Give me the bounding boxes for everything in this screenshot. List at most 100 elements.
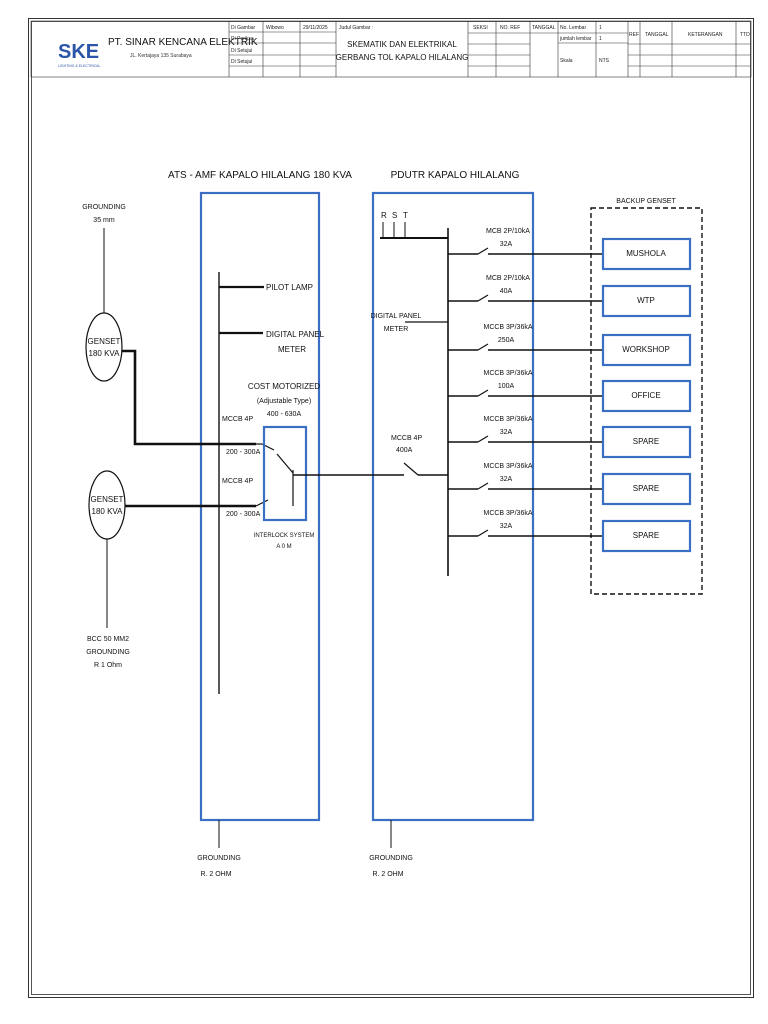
pdutr-panel-title: PDUTR KAPALO HILALANG xyxy=(391,170,520,181)
breaker-rating: 32A xyxy=(500,429,513,436)
grounding-ats-label: GROUNDING xyxy=(197,855,241,862)
main-mccb-rating: 400A xyxy=(396,447,413,454)
genset-1-feeder xyxy=(122,349,256,446)
cos-switch-blade xyxy=(276,453,294,474)
cos-type: (Adjustable Type) xyxy=(257,398,311,405)
load-label: WORKSHOP xyxy=(622,345,670,354)
breaker-blade xyxy=(477,389,489,397)
grounding-top-size: 35 mm xyxy=(93,217,115,224)
approved-label-1: Di Setujui xyxy=(231,48,252,54)
load-label: SPARE xyxy=(633,437,660,446)
mccb-1-label: MCCB 4P xyxy=(222,416,253,423)
phase-s-label: S xyxy=(392,211,397,220)
grounding-top-label: GROUNDING xyxy=(82,204,126,211)
drawing-title-line2: GERBANG TOL KAPALO HILALANG xyxy=(336,53,469,62)
drawing-frame-inner xyxy=(31,21,751,995)
sheet-count-label: jumlah lembar xyxy=(559,36,592,42)
pdutr-panel-box xyxy=(371,191,535,822)
approved-label-2: Di Setujui xyxy=(231,59,252,65)
sheet-count-value: 1 xyxy=(599,36,602,42)
genset-2-rating: 180 KVA xyxy=(92,507,124,516)
phase-r-label: R xyxy=(381,211,387,220)
company-name: PT. SINAR KENCANA ELEKTRIK xyxy=(108,37,258,48)
breaker-rating: 250A xyxy=(498,337,515,344)
breaker-blade xyxy=(477,482,489,490)
main-mccb-label: MCCB 4P xyxy=(391,435,422,442)
breaker-type: MCB 2P/10kA xyxy=(486,275,530,282)
load-box xyxy=(601,284,692,318)
mccb-2-blade xyxy=(255,499,269,507)
mccb-2-label: MCCB 4P xyxy=(222,478,253,485)
breaker-blade xyxy=(477,247,489,255)
breaker-blade xyxy=(477,529,489,537)
grounding-ats-resistance: R. 2 OHM xyxy=(200,871,231,878)
breaker-blade xyxy=(477,294,489,302)
col-noref: NO. REF xyxy=(500,25,520,31)
scale-label: Skala xyxy=(560,58,573,64)
mccb-1-rating: 200 - 300A xyxy=(226,449,261,456)
rev-keterangan: KETERANGAN xyxy=(688,32,723,38)
load-box xyxy=(601,333,692,367)
load-box xyxy=(601,425,692,459)
ats-panel-title: ATS - AMF KAPALO HILALANG 180 KVA xyxy=(168,170,352,181)
genset-2-symbol xyxy=(88,470,126,540)
breaker-rating: 100A xyxy=(498,383,515,390)
cos-box xyxy=(262,425,308,522)
load-box xyxy=(601,519,692,553)
breaker-type: MCB 2P/10kA xyxy=(486,228,530,235)
load-label: SPARE xyxy=(633,531,660,540)
genset-1-rating: 180 KVA xyxy=(89,349,121,358)
dpm-ats-label: DIGITAL PANEL xyxy=(266,330,325,339)
col-tanggal: TANGGAL xyxy=(532,25,556,31)
load-box xyxy=(601,237,692,271)
logo-text: SKE xyxy=(58,41,99,63)
date-value: 29/11/2025 xyxy=(303,25,328,31)
rev-tanggal: TANGGAL xyxy=(645,32,669,38)
logo-tagline: LIGHTING & ELECTRICAL xyxy=(58,64,100,68)
breaker-type: MCCB 3P/36kA xyxy=(483,324,532,331)
load-label: MUSHOLA xyxy=(626,249,666,258)
breaker-rating: 32A xyxy=(500,241,513,248)
breaker-rating: 32A xyxy=(500,523,513,530)
dpm-ats-label-2: METER xyxy=(278,345,306,354)
sheet-no-label: No. Lembar xyxy=(560,25,586,31)
genset-1-label: GENSET xyxy=(88,337,121,346)
drawn-by-label: Di Gambar xyxy=(231,25,256,31)
breaker-type: MCCB 3P/36kA xyxy=(483,370,532,377)
backup-genset-box xyxy=(590,207,703,595)
company-address: JL. Kertajaya 135 Surabaya xyxy=(130,53,192,59)
breaker-type: MCCB 3P/36kA xyxy=(483,416,532,423)
rev-ref: REF xyxy=(629,32,639,38)
cos-label: COST MOTORIZED xyxy=(248,382,320,391)
drawing-frame xyxy=(28,18,754,998)
main-mccb-blade xyxy=(403,462,419,476)
breaker-type: MCCB 3P/36kA xyxy=(483,463,532,470)
load-label: WTP xyxy=(637,296,655,305)
genset-2-label: GENSET xyxy=(91,495,124,504)
mccb-2-rating: 200 - 300A xyxy=(226,511,261,518)
breaker-type: MCCB 3P/36kA xyxy=(483,510,532,517)
load-label: SPARE xyxy=(633,484,660,493)
backup-genset-title: BACKUP GENSET xyxy=(616,198,676,205)
sheet-no-value: 1 xyxy=(599,25,602,31)
drawn-by-value: Wibowo xyxy=(266,25,284,31)
phase-t-label: T xyxy=(403,211,408,220)
load-label: OFFICE xyxy=(631,391,660,400)
interlock-label: INTERLOCK SYSTEM xyxy=(254,533,315,539)
load-box xyxy=(601,472,692,506)
title-block xyxy=(30,20,752,78)
rev-ttd: TTD xyxy=(740,32,750,38)
cos-rating: 400 - 630A xyxy=(267,411,302,418)
bcc-grounding-label: GROUNDING xyxy=(86,649,130,656)
breaker-rating: 32A xyxy=(500,476,513,483)
load-box xyxy=(601,379,692,413)
bcc-label: BCC 50 MM2 xyxy=(87,636,129,643)
drawing-title-label: Judul Gambar : xyxy=(339,25,373,31)
interlock-mode: A 0 M xyxy=(276,544,291,550)
grounding-pdutr-resistance: R. 2 OHM xyxy=(372,871,403,878)
grounding-pdutr-label: GROUNDING xyxy=(369,855,413,862)
breaker-blade xyxy=(477,343,489,351)
col-seksi: SEKSI xyxy=(473,25,488,31)
